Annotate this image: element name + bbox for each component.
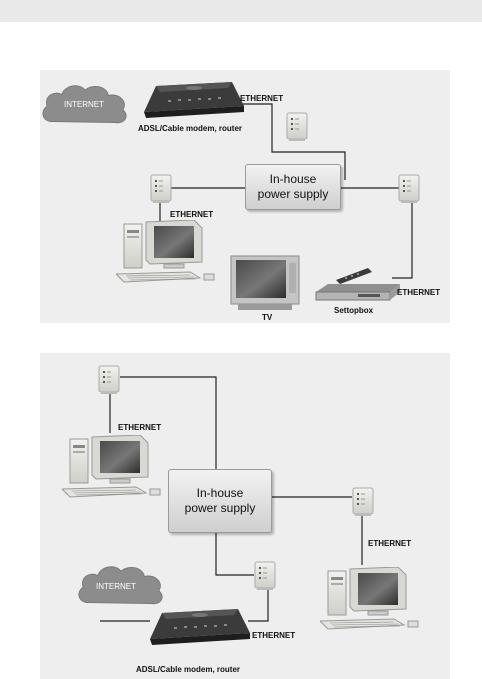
modem-router-icon <box>144 82 244 118</box>
desktop-pc-icon <box>62 435 161 498</box>
power-supply-line1: In-house <box>269 172 317 186</box>
ethernet-label: ETHERNET <box>170 210 214 219</box>
ethernet-label: ETHERNET <box>397 288 441 297</box>
header-bar <box>0 0 482 22</box>
power-supply-line2: power supply <box>257 187 329 201</box>
powerline-adapter-icon <box>398 174 420 204</box>
desktop-pc-icon <box>116 220 215 283</box>
powerline-adapter-icon <box>352 487 374 517</box>
ethernet-label: ETHERNET <box>240 94 284 103</box>
ethernet-label: ETHERNET <box>252 631 296 640</box>
settopbox-label: Settopbox <box>334 306 374 315</box>
tv-icon <box>230 255 300 311</box>
ethernet-label: ETHERNET <box>118 423 162 432</box>
powerline-adapter-icon <box>150 174 172 204</box>
diagram-graphics <box>62 365 419 645</box>
desktop-pc-icon <box>320 567 419 630</box>
diagram-graphics <box>42 82 420 311</box>
ethernet-label: ETHERNET <box>368 539 412 548</box>
tv-label: TV <box>262 313 273 322</box>
cable-bottom-adapter-modem <box>248 589 269 622</box>
modem-router-icon <box>150 609 250 645</box>
internet-label: INTERNET <box>96 582 136 591</box>
powerline-adapter-icon <box>254 561 276 591</box>
power-supply-box: In-house power supply <box>168 469 272 533</box>
powerline-adapter-icon <box>286 112 308 142</box>
cable-power-bottom-adapter <box>215 531 254 576</box>
power-supply-line1: In-house <box>196 486 244 500</box>
network-diagram-2: ETHERNET ETHERNET INTERNET ETHERNET ADSL… <box>40 353 450 679</box>
power-supply-line2: power supply <box>184 501 256 515</box>
power-supply-box: In-house power supply <box>245 164 341 210</box>
modem-label: ADSL/Cable modem, router <box>136 665 241 674</box>
settopbox-icon <box>315 267 401 301</box>
powerline-adapter-icon <box>98 365 120 395</box>
internet-label: INTERNET <box>64 100 104 109</box>
cable-modem-power <box>240 103 346 180</box>
cable-adapter-stb <box>392 198 413 279</box>
cable-top-adapter-power <box>120 376 217 469</box>
modem-label: ADSL/Cable modem, router <box>138 124 243 133</box>
network-diagram-1: INTERNET ETHERNET ADSL/Cable modem, rout… <box>40 70 450 323</box>
